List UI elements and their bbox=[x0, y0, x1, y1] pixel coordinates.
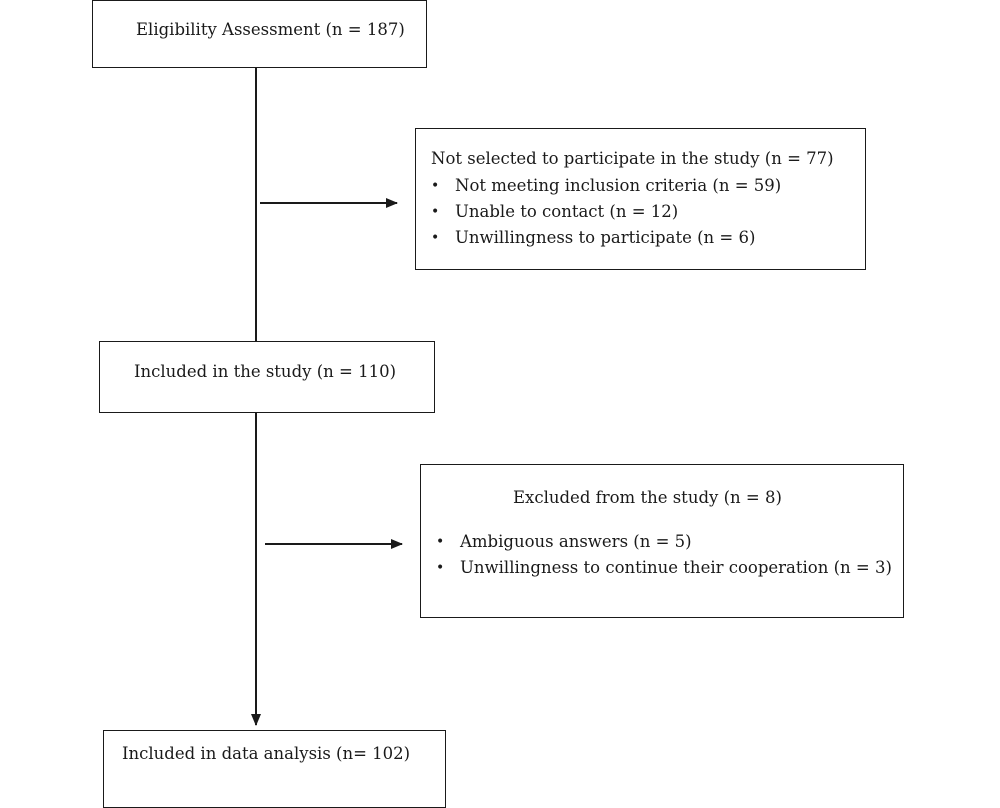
reason-label: Not meeting inclusion criteria (n = 59) bbox=[455, 176, 782, 195]
list-item: • Ambiguous answers (n = 5) bbox=[436, 532, 892, 552]
reason-label: Unwillingness to continue their cooperat… bbox=[460, 558, 892, 577]
list-item: • Unwillingness to participate (n = 6) bbox=[431, 228, 781, 248]
list-item: • Unable to contact (n = 12) bbox=[431, 202, 781, 222]
not-selected-title: Not selected to participate in the study… bbox=[431, 149, 834, 168]
list-item: • Not meeting inclusion criteria (n = 59… bbox=[431, 176, 781, 196]
bullet-icon: • bbox=[431, 178, 440, 194]
eligibility-box: Eligibility Assessment (n = 187) bbox=[92, 0, 427, 68]
eligibility-title: Eligibility Assessment (n = 187) bbox=[136, 20, 405, 39]
included-title: Included in the study (n = 110) bbox=[134, 362, 397, 381]
bullet-icon: • bbox=[436, 560, 445, 576]
list-item: • Unwillingness to continue their cooper… bbox=[436, 558, 892, 578]
reason-label: Unable to contact (n = 12) bbox=[455, 202, 679, 221]
not-selected-reasons: • Not meeting inclusion criteria (n = 59… bbox=[431, 176, 781, 248]
reason-label: Unwillingness to participate (n = 6) bbox=[455, 228, 756, 247]
bullet-icon: • bbox=[431, 204, 440, 220]
included-box: Included in the study (n = 110) bbox=[99, 341, 435, 413]
bullet-icon: • bbox=[436, 534, 445, 550]
excluded-box: Excluded from the study (n = 8) • Ambigu… bbox=[420, 464, 904, 618]
analysis-title: Included in data analysis (n= 102) bbox=[122, 744, 411, 763]
analysis-box: Included in data analysis (n= 102) bbox=[103, 730, 446, 808]
not-selected-box: Not selected to participate in the study… bbox=[415, 128, 866, 270]
reason-label: Ambiguous answers (n = 5) bbox=[460, 532, 692, 551]
bullet-icon: • bbox=[431, 230, 440, 246]
excluded-reasons: • Ambiguous answers (n = 5) • Unwillingn… bbox=[436, 532, 892, 578]
excluded-title: Excluded from the study (n = 8) bbox=[513, 488, 782, 507]
